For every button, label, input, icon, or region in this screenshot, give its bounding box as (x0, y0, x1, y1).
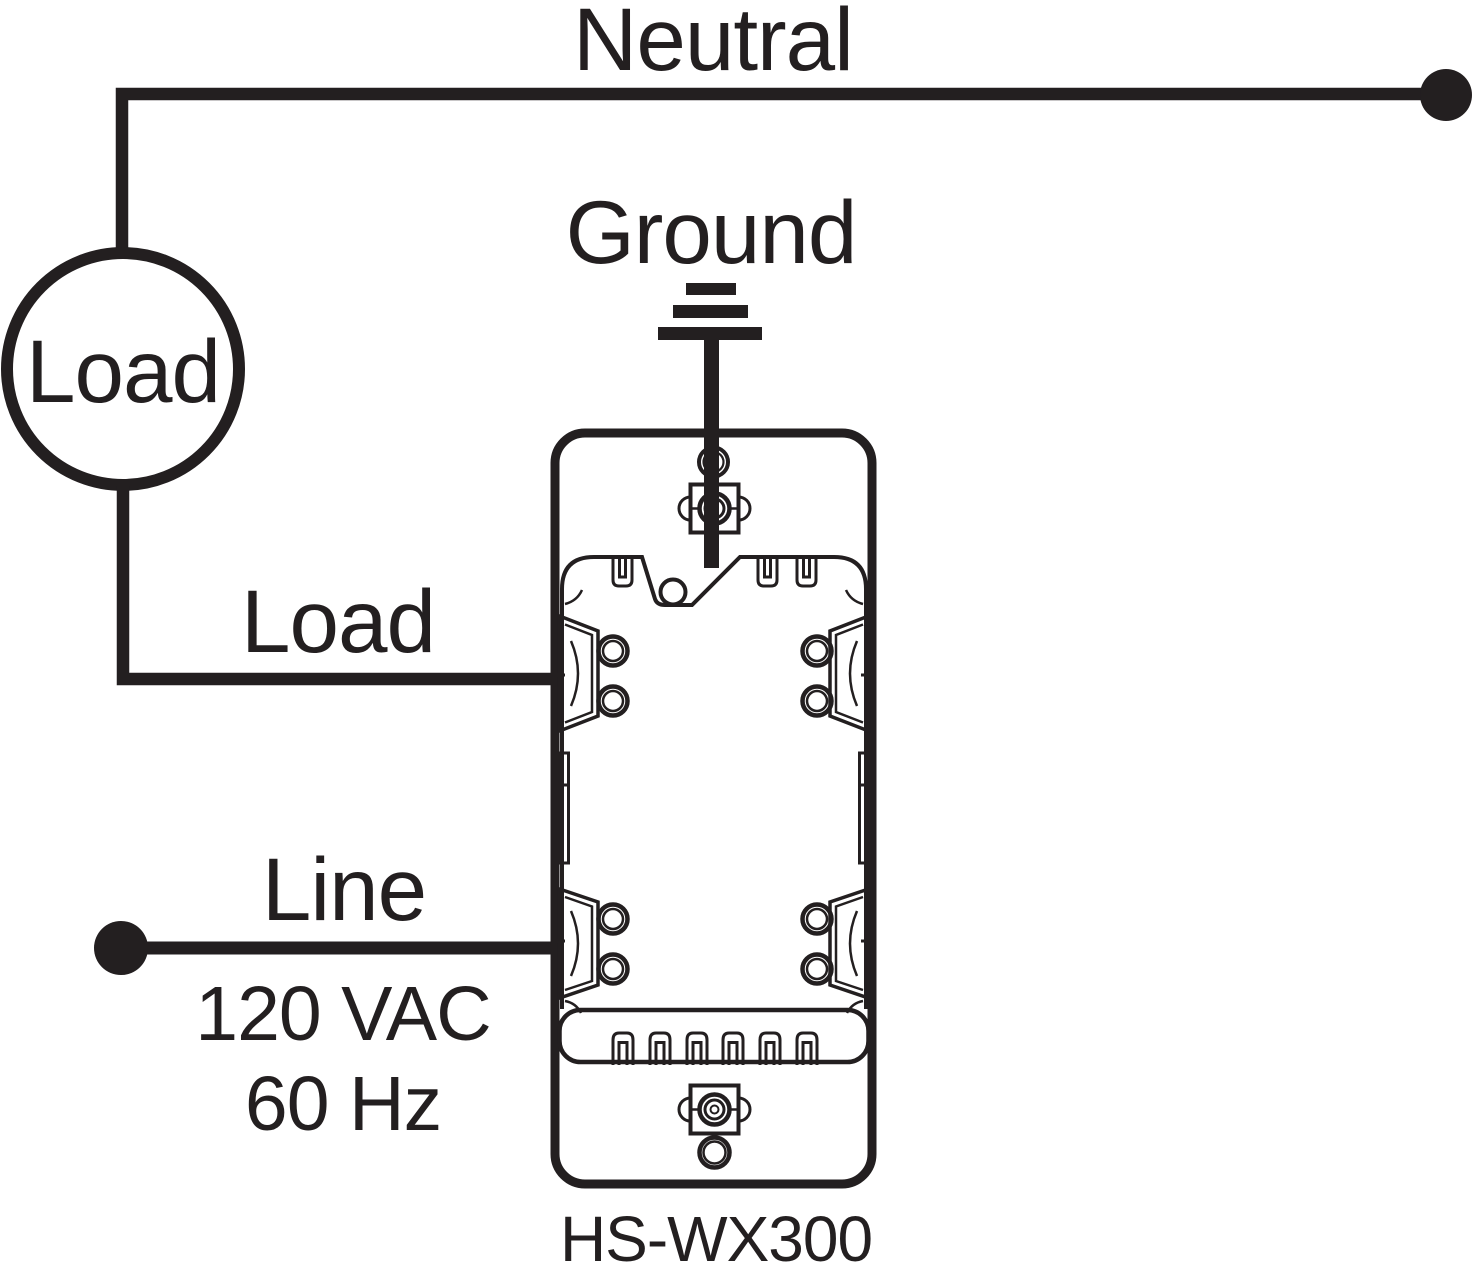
load-wire-path (116, 486, 556, 686)
terminal-plate-upper-left (557, 613, 600, 734)
device-body (550, 428, 877, 1189)
ground-wire (704, 339, 719, 568)
side-slot-right (858, 751, 871, 865)
bottom-connector-bar (557, 1007, 871, 1065)
panel-corner-details (564, 589, 864, 1014)
terminal-screw (800, 684, 834, 718)
line-wire (94, 921, 556, 975)
load-terminal-label: Load (241, 571, 435, 671)
model-label: HS-WX300 (560, 1203, 872, 1266)
terminal-screws (596, 634, 834, 986)
neutral-wire (115, 69, 1472, 253)
neutral-label: Neutral (573, 0, 853, 89)
connector-tab (758, 1031, 782, 1065)
connector-tab (795, 1031, 819, 1065)
device-inner-panel (560, 555, 868, 1009)
load-source-circle (1, 247, 245, 491)
panel-top-notches (611, 558, 818, 588)
terminal-screw (596, 902, 630, 936)
terminal-plate-lower-right (828, 886, 871, 1001)
frequency-label: 60 Hz (245, 1061, 441, 1147)
terminal-screw (800, 634, 834, 668)
terminal-screw (800, 952, 834, 986)
mounting-hole-bottom (697, 1135, 732, 1170)
ground-bar-medium (673, 305, 748, 318)
wire-entry-marks (557, 673, 869, 943)
connector-tab (648, 1031, 672, 1065)
terminal-plate-upper-right (828, 613, 871, 734)
load-source-label: Load (26, 321, 220, 421)
terminal-screw (800, 902, 834, 936)
ground-bar-large (658, 327, 762, 340)
terminal-screw (596, 952, 630, 986)
mounting-tab-hole (658, 577, 688, 607)
line-terminal-label: Line (262, 839, 426, 939)
side-slot-left (557, 751, 570, 865)
terminal-plate-lower-left (557, 886, 600, 1001)
ground-symbol-icon (658, 283, 762, 340)
ground-bar-small (686, 283, 736, 295)
neutral-wire-path (115, 87, 1446, 253)
ground-label: Ground (566, 182, 857, 282)
connector-tab (685, 1031, 709, 1065)
bottom-screw-terminal (677, 1083, 752, 1136)
connector-tab (721, 1031, 745, 1065)
load-source: Load (1, 247, 245, 491)
terminal-screw (596, 684, 630, 718)
load-wire (116, 486, 556, 686)
voltage-label: 120 VAC (195, 971, 490, 1057)
neutral-terminal-dot (1420, 69, 1472, 121)
connector-tab (611, 1031, 635, 1065)
terminal-screw (596, 634, 630, 668)
